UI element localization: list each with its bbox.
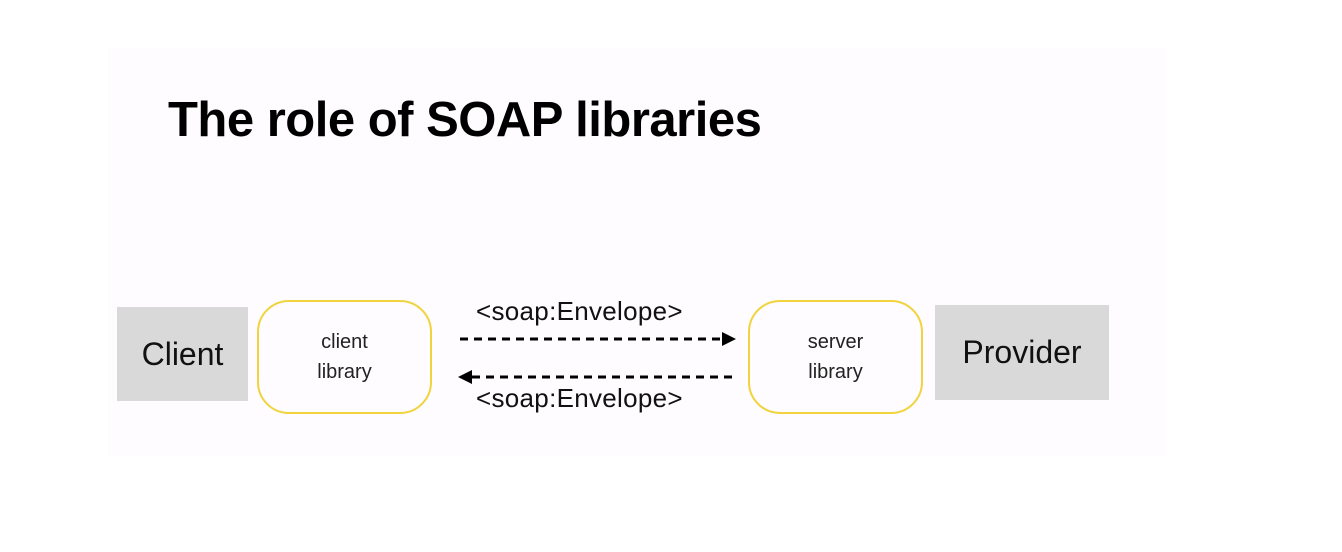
- server-library-label-line1: server: [807, 331, 864, 353]
- client-library-label-line2: library: [317, 361, 372, 383]
- response-envelope-label: <soap:Envelope>: [476, 383, 683, 413]
- provider-label: Provider: [962, 334, 1082, 370]
- slide-title: The role of SOAP libraries: [168, 93, 762, 147]
- client-library-label-line1: client: [321, 331, 368, 353]
- client-label: Client: [141, 335, 224, 372]
- provider-box: Provider: [935, 305, 1109, 400]
- server-library-label-line2: library: [808, 361, 863, 383]
- server-library-box: server library: [748, 300, 923, 414]
- request-envelope-label: <soap:Envelope>: [476, 296, 683, 326]
- client-box: Client: [117, 307, 248, 401]
- client-library-box: client library: [257, 300, 432, 414]
